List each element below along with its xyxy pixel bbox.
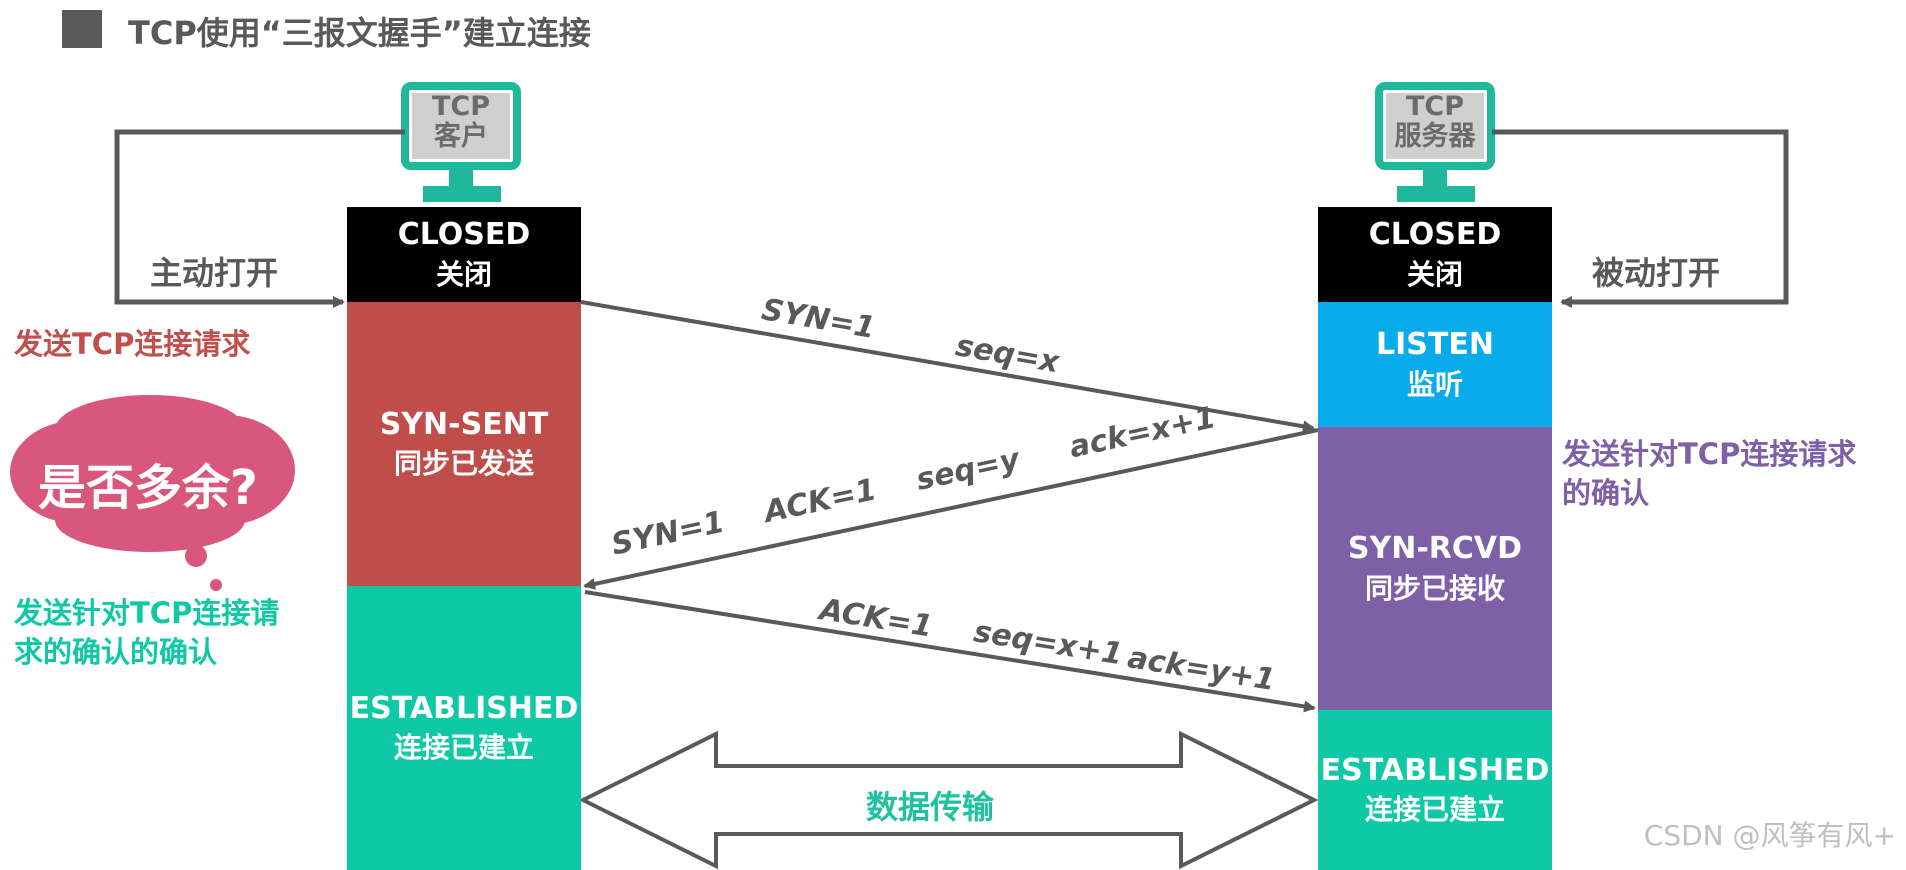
server-closed-cn: 关闭 bbox=[1406, 257, 1463, 291]
client-monitor-line2: 客户 bbox=[434, 121, 488, 153]
server-monitor-line2: 服务器 bbox=[1394, 121, 1476, 153]
note-client-ack: 发送针对TCP连接请 求的确认的确认 bbox=[14, 594, 279, 672]
client-established-en: ESTABLISHED bbox=[349, 690, 579, 726]
client-closed-en: CLOSED bbox=[397, 217, 531, 253]
watermark: CSDN @风筝有风+ bbox=[1643, 819, 1896, 852]
synack-arrow bbox=[583, 428, 1319, 590]
client-established-cn: 连接已建立 bbox=[393, 731, 534, 765]
note-server-ack-line2: 的确认 bbox=[1562, 476, 1650, 511]
active-open-label: 主动打开 bbox=[150, 254, 279, 292]
server-syn-rcvd-cn: 同步已接收 bbox=[1364, 571, 1505, 605]
client-monitor-line1: TCP bbox=[431, 91, 491, 122]
client-state-established: ESTABLISHED 连接已建立 bbox=[347, 586, 581, 870]
server-state-syn-rcvd: SYN-RCVD 同步已接收 bbox=[1318, 427, 1552, 710]
server-syn-rcvd-en: SYN-RCVD bbox=[1347, 531, 1523, 567]
client-monitor-icon bbox=[401, 82, 521, 202]
data-transfer-label: 数据传输 bbox=[866, 788, 995, 826]
client-state-syn-sent: SYN-SENT 同步已发送 bbox=[347, 302, 581, 586]
active-open-arrow bbox=[114, 129, 405, 308]
server-listen-cn: 监听 bbox=[1406, 367, 1463, 401]
client-syn-sent-cn: 同步已发送 bbox=[393, 447, 534, 481]
note-client-ack-line2: 求的确认的确认 bbox=[14, 635, 218, 670]
page-title: TCP使用“三报文握手”建立连接 bbox=[128, 14, 591, 52]
note-server-ack-line1: 发送针对TCP连接请求 bbox=[1562, 437, 1857, 471]
client-closed-cn: 关闭 bbox=[435, 257, 492, 291]
server-established-en: ESTABLISHED bbox=[1320, 752, 1550, 788]
client-syn-sent-en: SYN-SENT bbox=[379, 406, 549, 442]
title-marker bbox=[62, 10, 102, 48]
data-transfer-arrow bbox=[578, 730, 1319, 870]
server-monitor-line1: TCP bbox=[1405, 91, 1465, 122]
client-monitor-label: TCP 客户 bbox=[410, 91, 512, 153]
server-state-listen: LISTEN 监听 bbox=[1318, 302, 1552, 427]
server-established-cn: 连接已建立 bbox=[1364, 793, 1505, 827]
server-state-established: ESTABLISHED 连接已建立 bbox=[1318, 710, 1552, 870]
server-monitor-label: TCP 服务器 bbox=[1384, 91, 1486, 153]
thought-bubble bbox=[10, 395, 295, 591]
client-state-closed: CLOSED 关闭 bbox=[347, 207, 581, 302]
passive-open-arrow bbox=[1492, 129, 1789, 308]
server-listen-en: LISTEN bbox=[1376, 327, 1494, 363]
note-client-send: 发送TCP连接请求 bbox=[14, 327, 251, 361]
server-state-closed: CLOSED 关闭 bbox=[1318, 207, 1552, 302]
syn-arrow bbox=[580, 300, 1315, 433]
server-monitor-icon bbox=[1375, 82, 1495, 202]
note-server-ack: 发送针对TCP连接请求 的确认 bbox=[1562, 435, 1856, 513]
server-closed-en: CLOSED bbox=[1368, 217, 1502, 253]
bubble-label: 是否多余? bbox=[38, 460, 258, 516]
note-client-ack-line1: 发送针对TCP连接请 bbox=[14, 596, 280, 630]
passive-open-label: 被动打开 bbox=[1592, 254, 1721, 292]
ack-arrow bbox=[584, 590, 1316, 713]
